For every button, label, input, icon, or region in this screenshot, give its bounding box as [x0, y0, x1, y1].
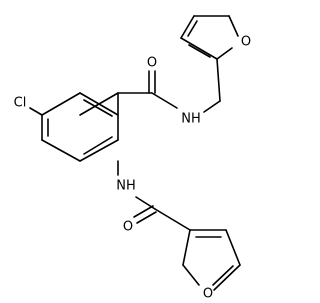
furan-ring-top [180, 15, 239, 60]
carbonyl-to-furan-bond [154, 208, 191, 231]
chlorine-atom: Cl [14, 96, 27, 111]
amide-nitrogen-bottom: NH [116, 179, 136, 194]
carbonyl-double-bond-bottom-a [133, 205, 154, 218]
furan-oxygen-top: O [241, 35, 251, 50]
furan-oxygen-bottom: O [203, 287, 213, 302]
structure-canvas: Cl O NH O NH O [13, 15, 252, 302]
benzene-ring [41, 92, 119, 162]
amide-nitrogen-top: NH [181, 112, 201, 127]
chloro-bond [29, 107, 43, 116]
ch2-to-furan-bond [216, 58, 221, 102]
carbonyl-to-nitrogen-bond [151, 92, 178, 109]
furan-ring-bottom [182, 229, 241, 291]
molecule-structure: Cl O NH O NH O [14, 15, 251, 302]
carbonyl-oxygen-top: O [147, 56, 157, 71]
nitrogen-to-ch2-bond [203, 100, 221, 113]
carbonyl-oxygen-bottom: O [123, 220, 133, 235]
carbonyl-double-bond-bottom-b [136, 211, 157, 224]
